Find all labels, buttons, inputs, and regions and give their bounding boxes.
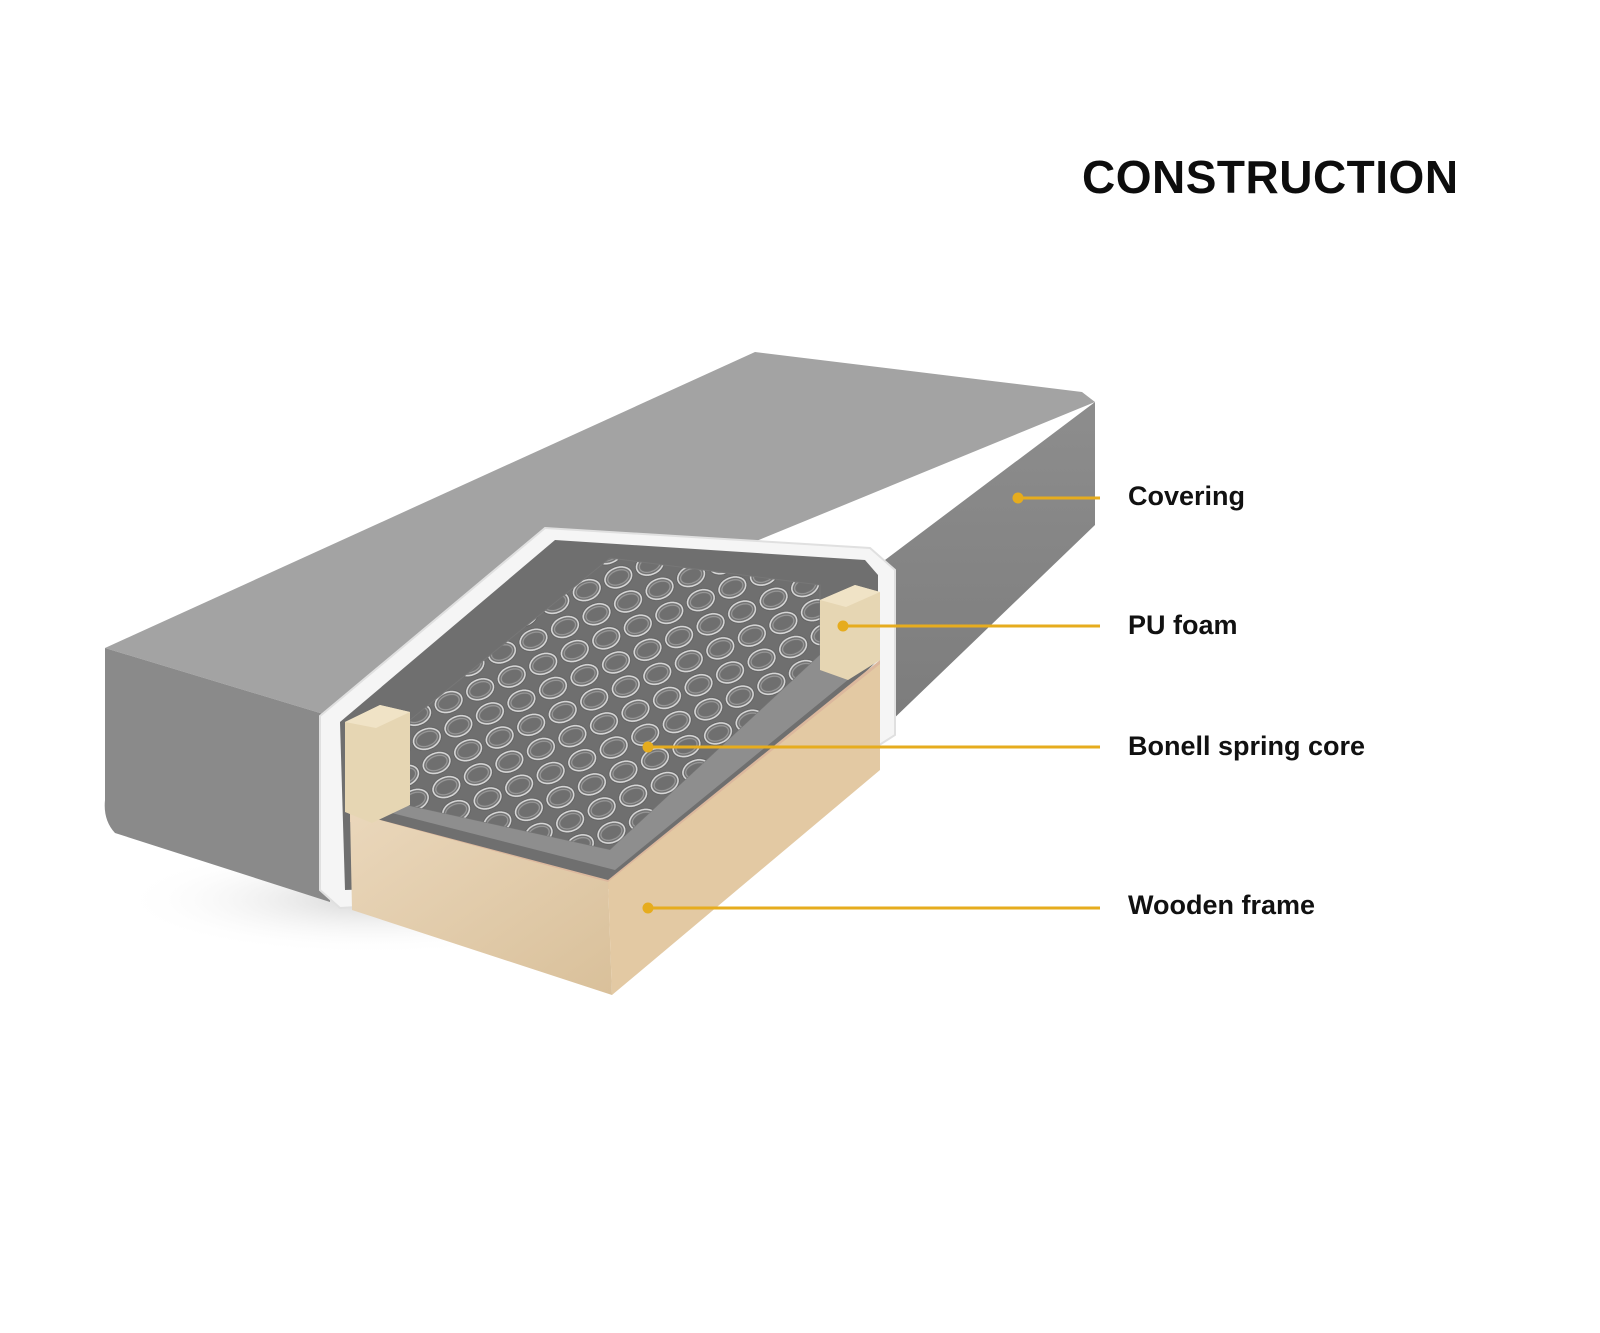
pu-foam-block-right xyxy=(820,585,880,680)
spring-core-label: Bonell spring core xyxy=(1128,731,1366,761)
pu-foam-block-left xyxy=(345,705,410,823)
wooden-frame-label: Wooden frame xyxy=(1128,890,1316,920)
pu-foam-block-left-top xyxy=(345,705,410,728)
mattress-front-face xyxy=(104,648,330,902)
page-title: CONSTRUCTION xyxy=(1082,151,1459,203)
wooden-frame-leader-dot xyxy=(642,902,654,914)
covering-label: Covering xyxy=(1128,481,1246,511)
pu-foam-leader-dot xyxy=(837,620,849,632)
callout-leaders xyxy=(642,492,1100,914)
covering-leader-dot xyxy=(1012,492,1024,504)
spring-core-base xyxy=(380,655,860,870)
spring-core-leader-dot xyxy=(642,741,654,753)
mattress-side-face xyxy=(885,402,1095,727)
pu-foam-label: PU foam xyxy=(1128,610,1238,640)
pu-foam-block-right-top xyxy=(820,585,880,607)
wooden-frame-front xyxy=(350,812,612,995)
